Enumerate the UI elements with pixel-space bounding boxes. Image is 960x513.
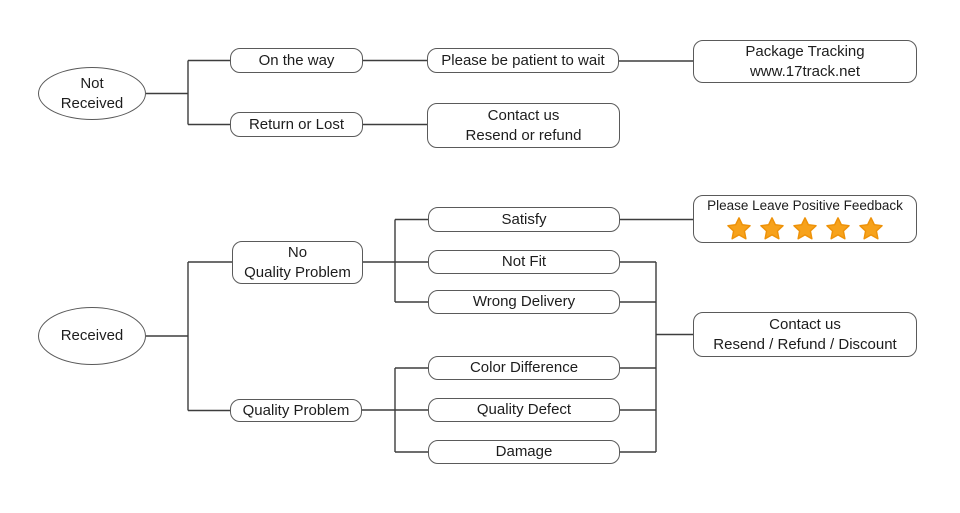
node-label: Return or Lost xyxy=(248,115,345,133)
node-label: Resend or refund xyxy=(465,126,582,144)
node-not-received: Not Received xyxy=(38,67,146,120)
node-positive-feedback: Please Leave Positive Feedback xyxy=(693,195,917,243)
node-label: Please be patient to wait xyxy=(441,51,605,69)
tracking-url: www.17track.net xyxy=(749,62,861,80)
node-package-tracking: Package Tracking www.17track.net xyxy=(693,40,917,83)
node-label: Received xyxy=(60,94,124,112)
star-icon xyxy=(793,217,817,240)
node-return-or-lost: Return or Lost xyxy=(230,112,363,137)
star-icon xyxy=(859,217,883,240)
node-no-quality-problem: No Quality Problem xyxy=(232,241,363,284)
star-icon xyxy=(727,217,751,240)
node-label: No xyxy=(287,243,308,261)
node-please-be-patient: Please be patient to wait xyxy=(427,48,619,73)
node-label: Resend / Refund / Discount xyxy=(713,335,897,353)
node-contact-us-resend-refund-discount: Contact us Resend / Refund / Discount xyxy=(693,312,917,357)
star-rating xyxy=(726,216,884,241)
node-color-difference: Color Difference xyxy=(428,356,620,380)
node-label: Quality Defect xyxy=(476,401,572,418)
node-quality-problem: Quality Problem xyxy=(230,399,362,422)
node-label: Received xyxy=(60,327,124,344)
node-label: Color Difference xyxy=(469,359,579,376)
node-label: Wrong Delivery xyxy=(472,293,576,310)
node-not-fit: Not Fit xyxy=(428,250,620,274)
node-label: On the way xyxy=(258,51,335,69)
star-icon xyxy=(760,217,784,240)
node-damage: Damage xyxy=(428,440,620,464)
node-received: Received xyxy=(38,307,146,365)
node-contact-us-resend-refund: Contact us Resend or refund xyxy=(427,103,620,148)
node-label: Contact us xyxy=(487,106,560,124)
node-label: Quality Problem xyxy=(242,401,350,419)
node-on-the-way: On the way xyxy=(230,48,363,73)
node-satisfy: Satisfy xyxy=(428,207,620,232)
star-icon xyxy=(826,217,850,240)
node-label: Package Tracking xyxy=(745,42,865,60)
node-wrong-delivery: Wrong Delivery xyxy=(428,290,620,314)
node-quality-defect: Quality Defect xyxy=(428,398,620,422)
node-label: Damage xyxy=(495,443,553,460)
node-label: Not xyxy=(80,74,104,92)
feedback-title: Please Leave Positive Feedback xyxy=(707,198,903,213)
node-label: Quality Problem xyxy=(244,263,351,281)
node-label: Not Fit xyxy=(501,253,547,270)
node-label: Satisfy xyxy=(501,210,547,228)
node-label: Contact us xyxy=(769,315,841,333)
